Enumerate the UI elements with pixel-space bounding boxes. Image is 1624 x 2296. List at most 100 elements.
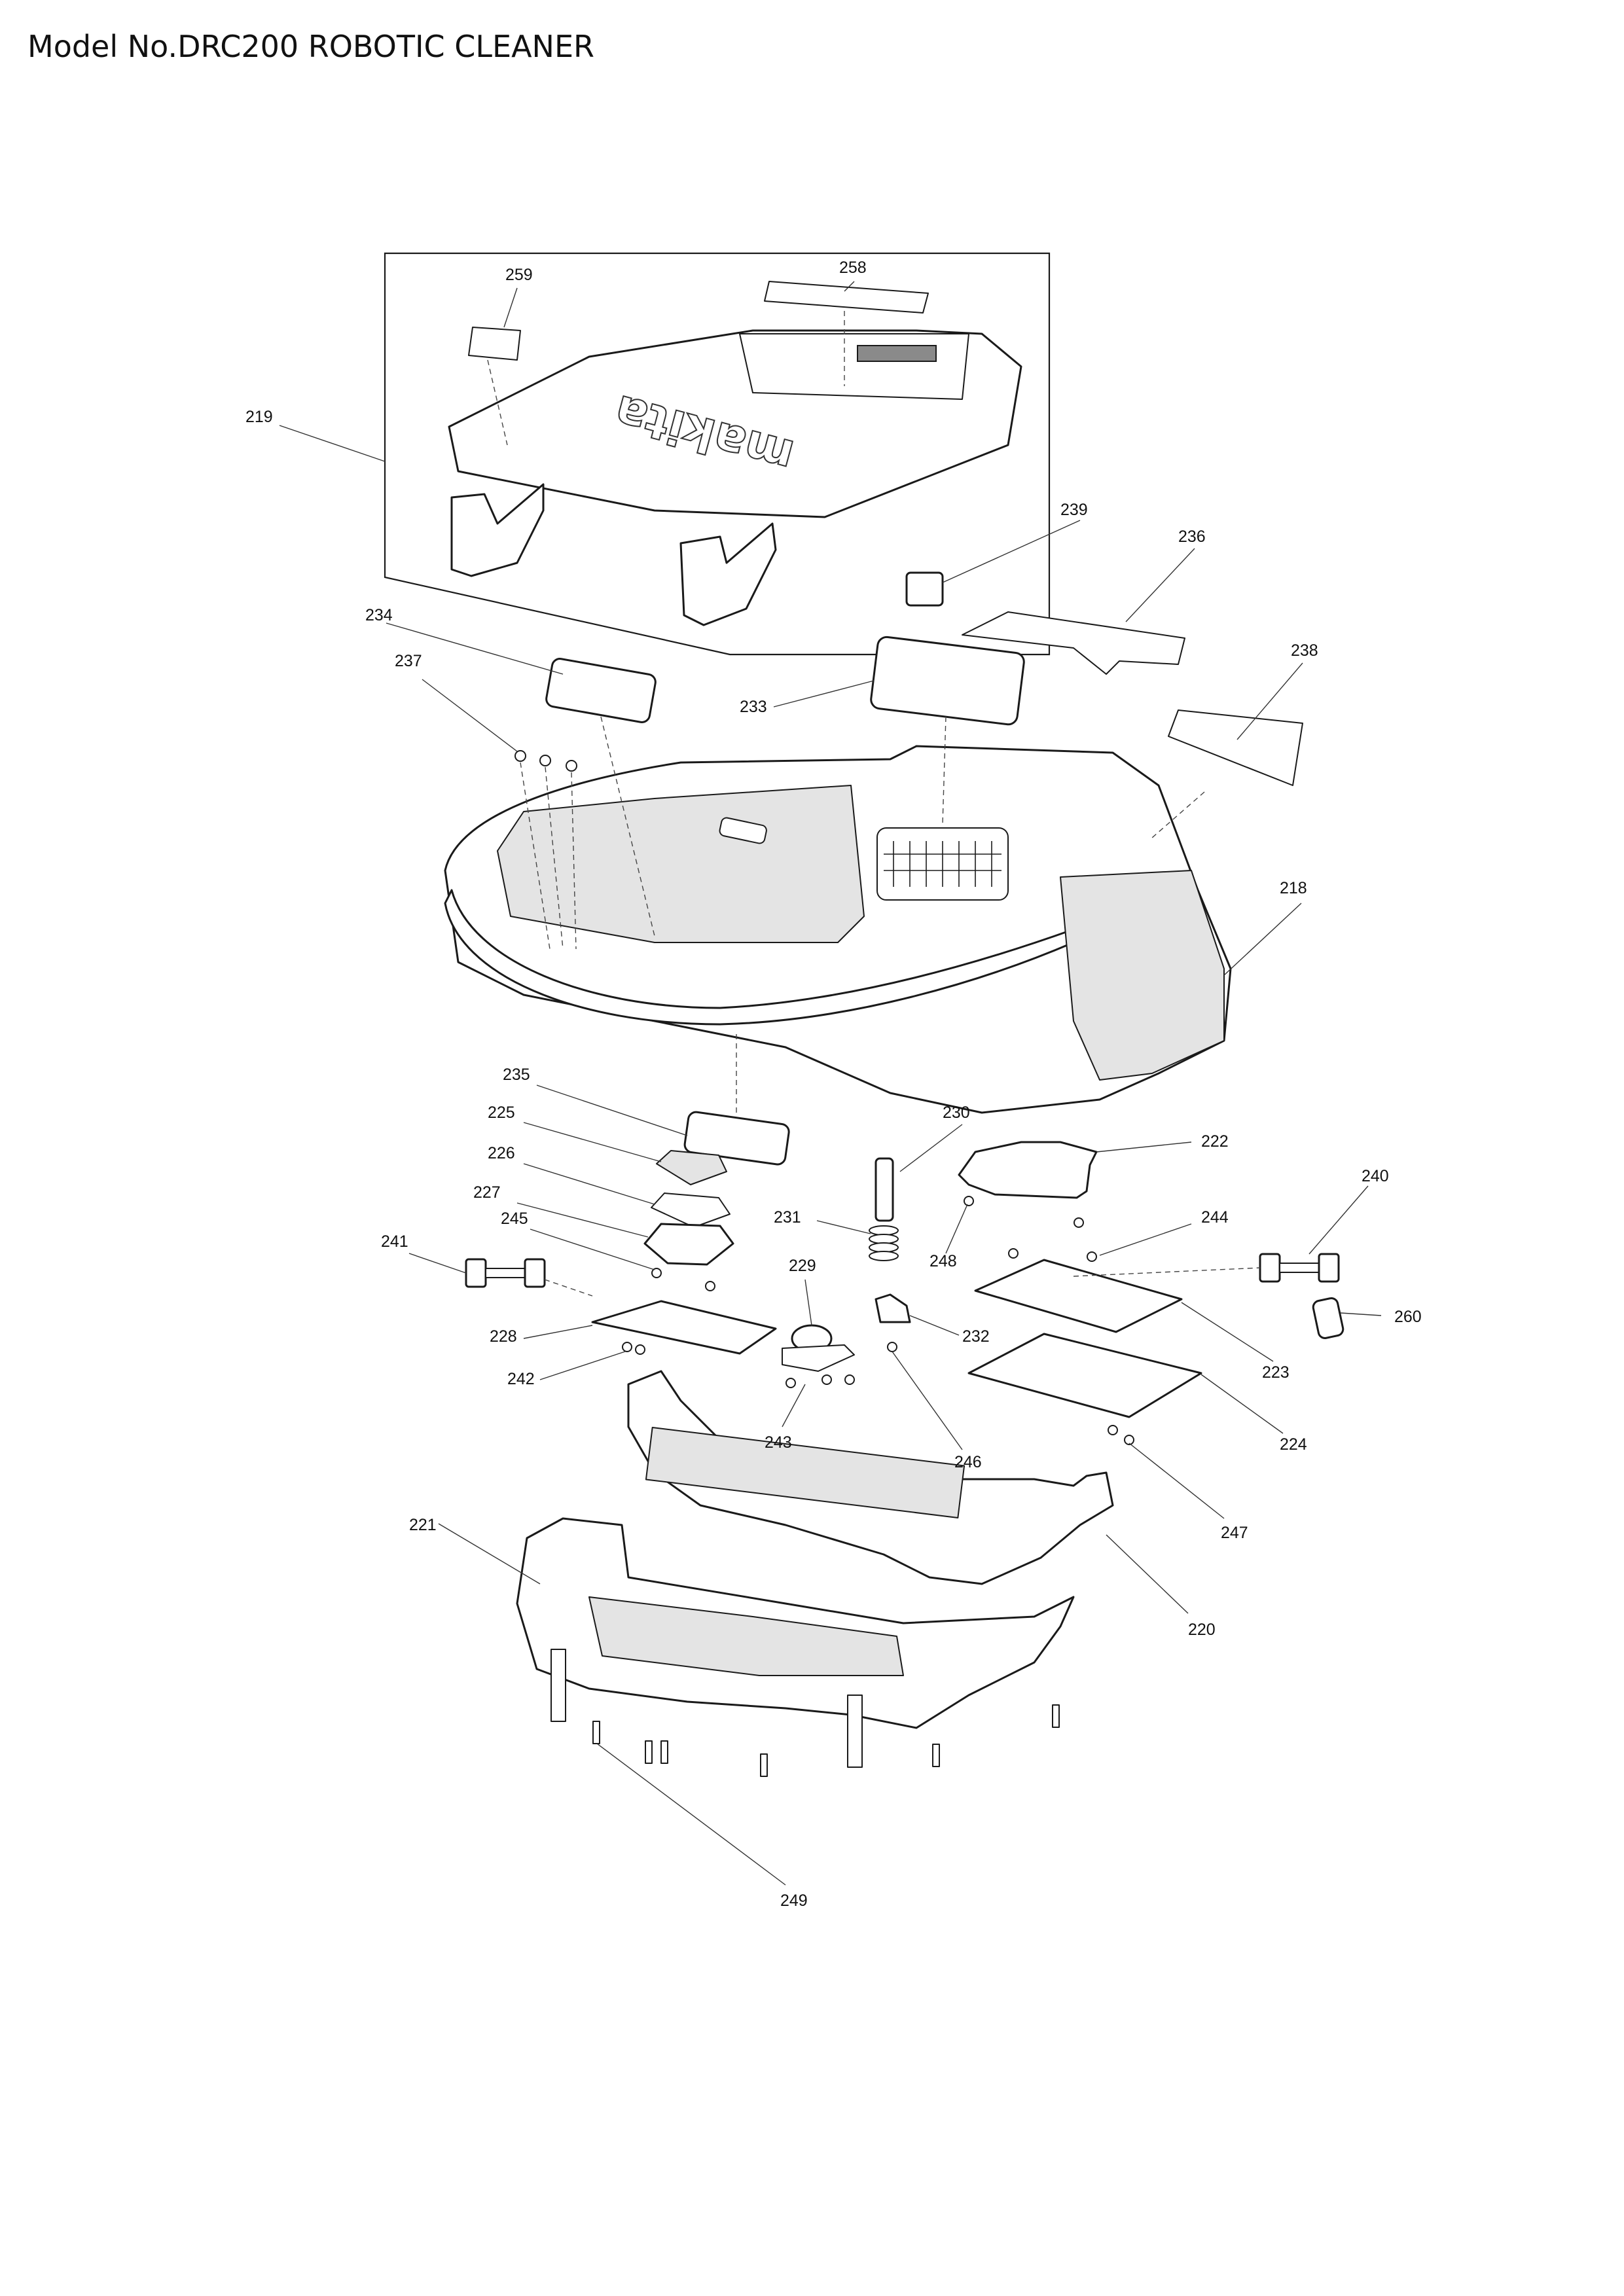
part-222-bracket	[958, 1141, 1098, 1199]
part-249-screw-2	[645, 1740, 653, 1764]
part-246-screw	[887, 1342, 897, 1352]
part-221-base-post-2	[847, 1695, 863, 1768]
part-249-screw-4	[760, 1753, 768, 1777]
cover-hinge-right	[679, 522, 777, 626]
part-230-shaft	[875, 1157, 894, 1222]
upper-small-parts	[514, 571, 1303, 786]
part-249-screw-3	[660, 1740, 668, 1764]
base	[516, 1517, 1075, 1777]
label-258-part	[764, 281, 929, 314]
part-237-screw-1	[514, 750, 526, 762]
housing-inner-wall	[497, 785, 865, 943]
label-221: 221	[409, 1516, 437, 1534]
part-249-screw-5	[932, 1744, 940, 1767]
housing-grille-cells	[884, 841, 1001, 887]
label-239: 239	[1060, 501, 1088, 519]
label-235: 235	[503, 1066, 530, 1084]
part-225-cover	[656, 1150, 727, 1185]
part-240-roller	[1259, 1253, 1340, 1283]
part-233-gasket	[870, 636, 1025, 726]
part-221-base-post-1	[550, 1649, 566, 1722]
label-220: 220	[1188, 1621, 1216, 1639]
label-223: 223	[1262, 1363, 1290, 1382]
main-housing	[444, 745, 1232, 1114]
part-243-screw-1	[785, 1378, 796, 1388]
part-239-button	[905, 571, 944, 607]
label-244: 244	[1201, 1208, 1229, 1227]
part-243-screw-2	[821, 1374, 832, 1385]
part-238-label	[1168, 709, 1303, 786]
part-221-base-inner	[588, 1596, 904, 1676]
label-218: 218	[1280, 879, 1307, 897]
part-228-pcb	[591, 1300, 777, 1355]
part-244-screw-1	[1008, 1248, 1019, 1259]
label-233: 233	[740, 698, 767, 716]
part-229-base	[782, 1344, 855, 1372]
part-241-roller	[465, 1258, 546, 1288]
label-259-part	[468, 327, 521, 361]
label-247: 247	[1221, 1524, 1248, 1542]
label-238: 238	[1291, 641, 1318, 660]
part-235-gasket	[683, 1111, 790, 1166]
label-241: 241	[381, 1232, 408, 1251]
label-248: 248	[929, 1252, 957, 1270]
label-227: 227	[473, 1183, 501, 1202]
label-228: 228	[490, 1327, 517, 1346]
part-223-pcb	[974, 1259, 1183, 1333]
part-number-labels: 219 259 258 239 236 234 237 233 238 218 …	[245, 259, 1422, 1910]
part-249-screw-1	[592, 1721, 600, 1744]
top-cover-assembly: makita	[384, 252, 1051, 656]
part-248-screw	[964, 1196, 974, 1206]
part-248-screw-2	[1074, 1217, 1084, 1228]
part-232-clip	[875, 1293, 911, 1323]
part-236-plate	[962, 611, 1185, 675]
label-226: 226	[488, 1144, 515, 1162]
part-260-cap	[1312, 1297, 1344, 1339]
label-246: 246	[954, 1453, 982, 1471]
label-237: 237	[395, 652, 422, 670]
part-247-screw-2	[1124, 1435, 1134, 1445]
label-249: 249	[780, 1892, 808, 1910]
label-234: 234	[365, 606, 393, 624]
bumper	[627, 1370, 1114, 1585]
label-231: 231	[774, 1208, 801, 1227]
part-237-screw-3	[566, 760, 577, 772]
label-230: 230	[943, 1103, 970, 1122]
part-231-spring	[869, 1225, 899, 1261]
label-219: 219	[245, 408, 273, 426]
assembly-lines	[487, 311, 1261, 1297]
label-229: 229	[789, 1257, 816, 1275]
label-224: 224	[1280, 1435, 1307, 1454]
label-236: 236	[1178, 528, 1206, 546]
top-cover-vent	[857, 345, 937, 362]
part-243-screw-3	[844, 1374, 855, 1385]
top-cover-lid-panel	[739, 333, 969, 400]
part-237-screw-2	[539, 755, 551, 766]
part-220-bumper-mesh	[645, 1427, 965, 1518]
part-245-screw-2	[705, 1281, 715, 1291]
leader-lines	[279, 281, 1382, 1886]
label-245: 245	[501, 1210, 528, 1228]
part-249-screw-6	[1052, 1704, 1060, 1728]
label-260: 260	[1394, 1308, 1422, 1326]
part-227-lens	[643, 1223, 734, 1266]
label-258: 258	[839, 259, 867, 277]
cover-hinge-left	[450, 483, 545, 577]
label-243: 243	[765, 1433, 792, 1452]
part-234-gasket	[545, 658, 657, 723]
label-242: 242	[507, 1370, 535, 1388]
part-245-screw-1	[651, 1268, 662, 1278]
part-242-screw-1	[622, 1342, 632, 1352]
part-226-gasket	[651, 1193, 731, 1228]
label-240: 240	[1362, 1167, 1389, 1185]
label-225: 225	[488, 1103, 515, 1122]
housing-cell-slot	[719, 817, 767, 844]
housing-side-block	[1060, 870, 1225, 1081]
page-title: Model No.DRC200 ROBOTIC CLEANER	[27, 29, 594, 64]
label-232: 232	[962, 1327, 990, 1346]
label-222: 222	[1201, 1132, 1229, 1151]
part-244-screw-2	[1087, 1251, 1097, 1262]
part-242-screw-2	[635, 1344, 645, 1355]
part-247-screw-1	[1108, 1425, 1118, 1435]
